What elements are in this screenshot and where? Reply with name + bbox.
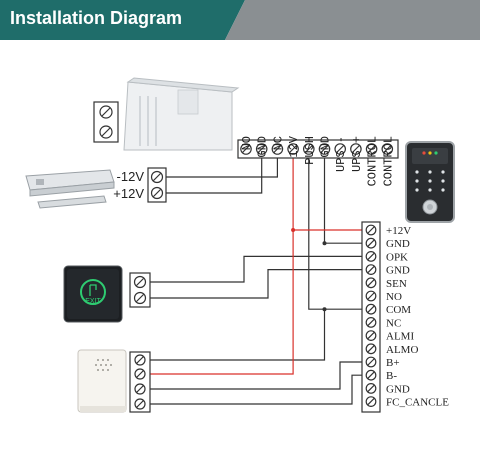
wire-bell-b-plus	[145, 361, 366, 390]
ps-terminal-label-4: PUSH	[303, 136, 317, 165]
wire-junction-gnd	[322, 241, 327, 246]
exit-button-label: EXIT	[85, 298, 101, 305]
power-supply-unit	[123, 77, 240, 151]
reader-terminal-strip	[361, 221, 381, 413]
reader-terminal-label-11: B-	[386, 370, 397, 382]
wire-ps-push	[308, 155, 366, 310]
lock-minus-12v-label: -12V	[117, 169, 145, 184]
exit-button-device: EXIT	[63, 265, 123, 323]
exit-button-terminal	[129, 272, 151, 308]
page-title: Installation Diagram	[10, 8, 183, 28]
magnetic-lock-terminal	[147, 167, 167, 203]
reader-terminal-label-10: B+	[386, 357, 400, 369]
wires	[145, 155, 366, 405]
reader-terminal-label-12: GND	[386, 383, 410, 395]
wire-junction-12v	[291, 228, 296, 232]
wire-junction-com	[322, 307, 327, 312]
wire-bell-b-minus	[145, 374, 366, 405]
ps-terminal-label-9: CONTROL	[381, 136, 395, 186]
ps-terminal-label-8: CONTROL	[366, 136, 380, 186]
wire-bell-12v	[145, 230, 294, 375]
reader-terminal-label-13: FC_CANCLE	[386, 397, 449, 409]
reader-terminal-label-0: +12V	[386, 225, 411, 237]
ps-terminal-label-3: 12V	[287, 135, 301, 157]
doorbell-terminal	[129, 351, 151, 413]
power-wires	[145, 155, 366, 375]
header-banner: Installation Diagram	[0, 0, 480, 40]
reader-terminal-label-8: ALMI	[386, 331, 414, 343]
doorbell-speaker	[77, 349, 127, 413]
power-supply-terminal-strip	[237, 139, 399, 159]
ps-terminal-label-5: GND	[319, 136, 333, 158]
reader-terminal-label-7: NC	[386, 317, 401, 329]
ps-terminal-label-6: UPS -	[334, 136, 348, 172]
reader-terminal-label-9: ALMO	[386, 344, 418, 356]
wire-exit-gnd	[145, 269, 366, 299]
magnetic-lock	[25, 169, 115, 209]
reader-terminal-label-3: GND	[386, 265, 410, 277]
wire-bell-com	[145, 309, 326, 361]
reader-terminal-label-6: COM	[386, 304, 411, 316]
reader-terminal-labels: +12VGNDOPKGNDSENNOCOMNCALMIALMOB+B-GNDFC…	[386, 225, 449, 409]
reader-terminal-label-1: GND	[386, 238, 410, 250]
header-title-band	[0, 0, 245, 40]
access-reader-keypad	[405, 141, 455, 223]
lock-plus-12v-label: +12V	[113, 186, 144, 201]
ps-terminal-label-1: GND	[256, 136, 270, 158]
header-stripe	[225, 0, 480, 40]
reader-terminal-label-2: OPK	[386, 251, 408, 263]
wire-lock-gnd	[162, 155, 263, 194]
ps-terminal-label-0: NO	[240, 136, 254, 150]
header-background	[0, 0, 480, 40]
wire-exit-opk	[145, 255, 366, 283]
power-supply-mains-terminal	[93, 101, 119, 143]
reader-terminal-label-5: NO	[386, 291, 402, 303]
reader-terminal-label-4: SEN	[386, 278, 407, 290]
ps-terminal-label-2: NC	[271, 136, 285, 150]
wire-lock-nc	[162, 155, 278, 178]
exit-button-ring	[80, 279, 106, 305]
ps-terminal-label-7: UPS +	[350, 136, 364, 172]
